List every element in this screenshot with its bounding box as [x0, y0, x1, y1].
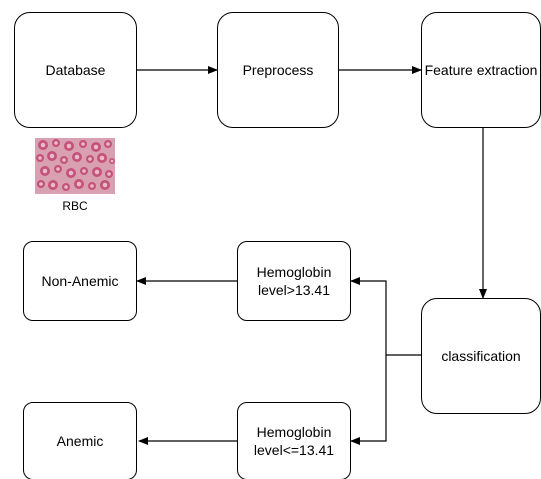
- rbc-cell-center: [39, 182, 43, 186]
- hemoglobin-high-label-line1: Hemoglobin: [256, 264, 332, 280]
- classification-node[interactable]: classification: [421, 298, 541, 414]
- arrow-classification-to-hb-low: [350, 355, 387, 445]
- rbc-cell-center: [99, 155, 105, 161]
- rbc-cell-center: [68, 170, 74, 176]
- rbc-cell-center: [93, 144, 99, 150]
- database-node[interactable]: Database: [14, 12, 137, 128]
- rbc-cell-center: [76, 181, 82, 187]
- rbc-cell-center: [42, 168, 48, 174]
- anemic-label: Anemic: [56, 433, 104, 449]
- hemoglobin-low-node[interactable]: Hemoglobin level<=13.41: [237, 402, 351, 479]
- rbc-cell-center: [88, 157, 92, 161]
- rbc-cell-center: [66, 143, 72, 149]
- rbc-cell-center: [64, 185, 68, 189]
- rbc-cell-center: [40, 142, 46, 148]
- rbc-cell-center: [82, 169, 86, 173]
- rbc-cell-center: [81, 142, 85, 146]
- hemoglobin-high-label-line2: level>13.41: [257, 282, 330, 298]
- rbc-cell-center: [110, 159, 114, 163]
- hemoglobin-low-label-line1: Hemoglobin: [256, 424, 332, 440]
- rbc-cell-center: [62, 158, 66, 162]
- rbc-cell-center: [102, 182, 108, 188]
- anemic-node[interactable]: Anemic: [23, 402, 137, 479]
- rbc-cell-center: [106, 142, 110, 146]
- rbc-cell-center: [54, 141, 58, 145]
- rbc-cell-center: [50, 182, 56, 188]
- preprocess-label: Preprocess: [242, 62, 314, 78]
- hemoglobin-low-label-line2: level<=13.41: [253, 442, 335, 458]
- hemoglobin-high-node[interactable]: Hemoglobin level>13.41: [237, 241, 351, 321]
- preprocess-node[interactable]: Preprocess: [217, 12, 339, 128]
- non-anemic-node[interactable]: Non-Anemic: [23, 241, 137, 321]
- feature-extraction-node[interactable]: Feature extraction: [421, 12, 541, 128]
- rbc-cell-center: [94, 169, 100, 175]
- rbc-image: [35, 138, 115, 194]
- classification-label: classification: [441, 348, 521, 364]
- rbc-cell-center: [49, 153, 55, 159]
- rbc-illustration: [35, 138, 115, 194]
- rbc-cell-center: [90, 184, 94, 188]
- database-label: Database: [45, 62, 106, 78]
- arrow-classification-to-hb-high: [350, 277, 387, 355]
- rbc-cell-center: [38, 156, 42, 160]
- rbc-cell-center: [56, 167, 60, 171]
- non-anemic-label: Non-Anemic: [41, 273, 119, 289]
- rbc-caption: RBC: [62, 199, 88, 213]
- feature-extraction-label: Feature extraction: [424, 62, 538, 78]
- rbc-cell-center: [107, 172, 111, 176]
- rbc-cell-center: [74, 154, 80, 160]
